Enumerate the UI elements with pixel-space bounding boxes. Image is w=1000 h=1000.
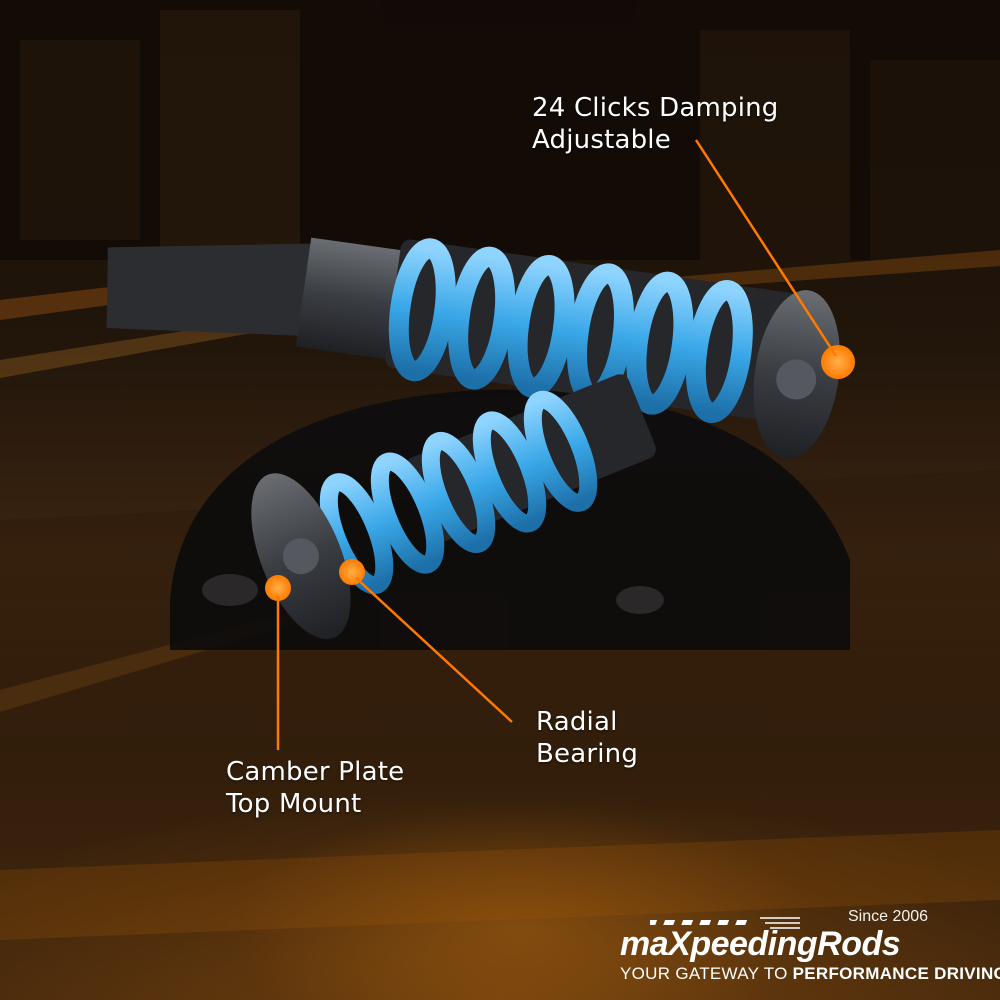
since-year: Since 2006	[848, 908, 929, 925]
brand-tagline: YOUR GATEWAY TO PERFORMANCE DRIVING	[620, 964, 1000, 984]
tagline-regular: YOUR GATEWAY TO	[620, 964, 793, 983]
camber-plate-marker	[265, 575, 291, 601]
damping-knob-marker	[821, 345, 855, 379]
damping-leader-line	[694, 139, 838, 357]
coilover-bottom	[251, 374, 656, 640]
bearing-leader-line	[355, 577, 513, 723]
brand-name-part2: peedingRods	[690, 925, 901, 963]
brand-wordmark: maXpeedingRods	[620, 925, 901, 963]
callout-camber-line2: Top Mount	[226, 789, 362, 819]
background-city	[0, 0, 1000, 260]
callout-damping-line2: Adjustable	[532, 125, 671, 155]
callout-damping-line1: 24 Clicks Damping	[532, 93, 779, 123]
callout-bearing-line2: Bearing	[536, 739, 639, 769]
callout-camber-plate: Camber Plate Top Mount	[226, 756, 404, 820]
callout-camber-line1: Camber Plate	[226, 757, 405, 787]
brand-logo: Since 2006 maXpeedingRods YOUR GATEWAY T…	[610, 908, 1000, 988]
tagline-bold: PERFORMANCE DRIVING	[792, 964, 1000, 983]
flag-icon	[650, 917, 800, 929]
callout-radial-bearing: Radial Bearing	[536, 706, 638, 770]
callout-bearing-line1: Radial	[536, 707, 618, 737]
radial-bearing-marker	[339, 559, 365, 585]
coilover-top	[106, 237, 841, 459]
callout-damping-adjustable: 24 Clicks Damping Adjustable	[532, 92, 779, 156]
brand-name-part1: maX	[620, 925, 691, 963]
